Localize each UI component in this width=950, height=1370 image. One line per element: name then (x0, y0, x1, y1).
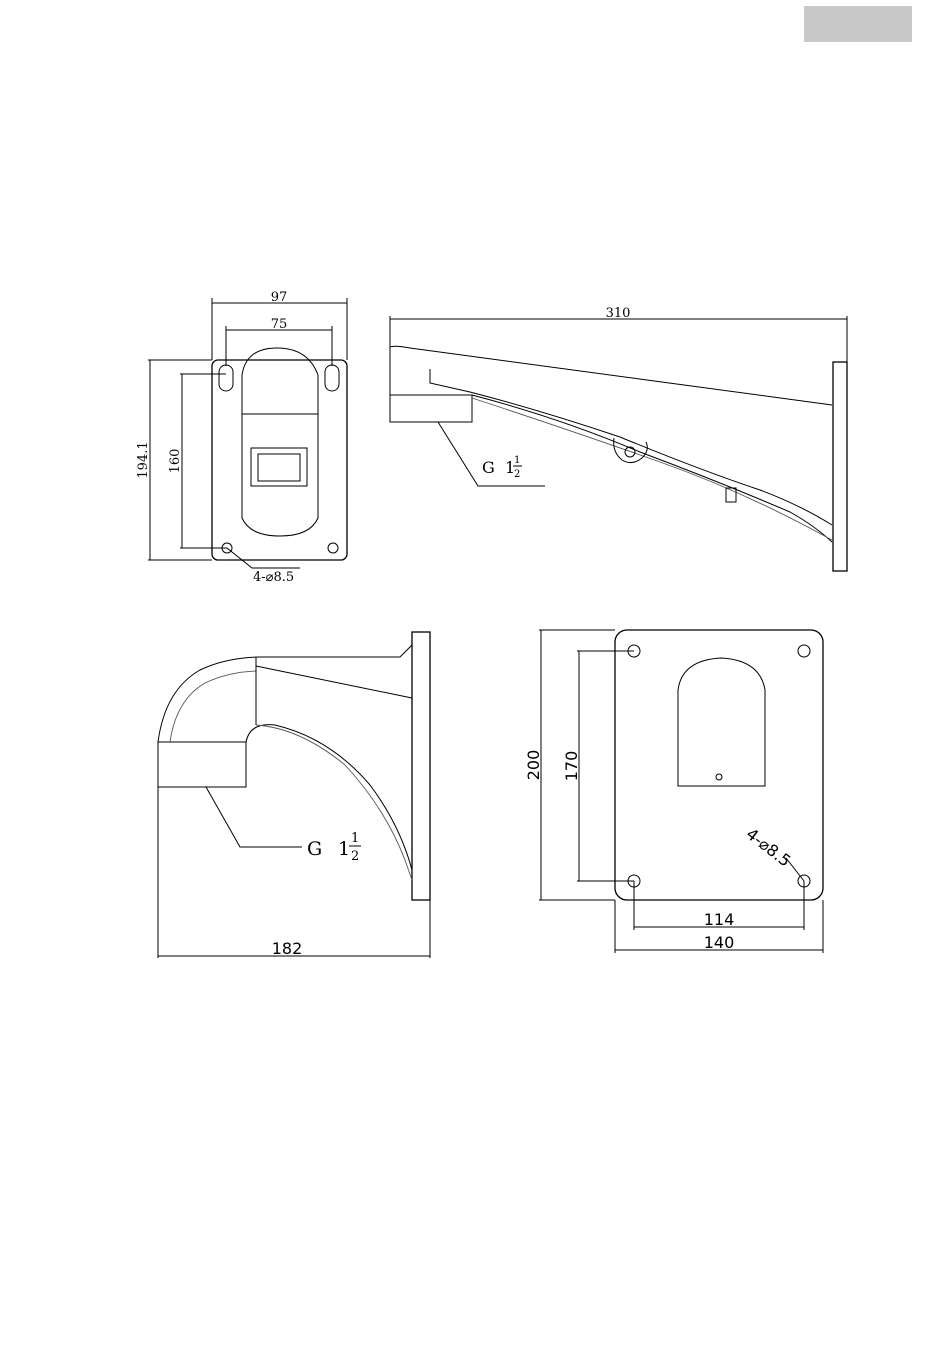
bottom-thread-leader (206, 787, 302, 847)
side-view-top: 310 G 1 1 2 (390, 306, 847, 571)
bottom-thread-num: 1 (351, 831, 359, 846)
front-holes-leader (227, 548, 300, 568)
base-hole-tr (798, 645, 810, 657)
dim-label-200: 200 (524, 750, 543, 781)
front-window-inner (258, 454, 300, 481)
bottom-arm-lower (246, 725, 412, 870)
front-view: 97 75 194.1 160 4-⌀8.5 (136, 290, 347, 585)
dim-label-194: 194.1 (136, 441, 151, 478)
side-thread-letter: G (482, 458, 495, 477)
side-arm-top-edge (390, 346, 832, 405)
front-hole-br (328, 543, 338, 553)
dim-label-170: 170 (562, 751, 581, 782)
base-plate-outline (615, 630, 823, 900)
front-plate-outline (212, 360, 347, 560)
bottom-pipe-block (158, 742, 246, 787)
front-slot-right (325, 365, 339, 391)
side-lug-hole (625, 447, 635, 457)
side-thread-num: 1 (514, 455, 520, 466)
base-cutout-hole (716, 774, 722, 780)
dim-label-140: 140 (704, 933, 735, 952)
bottom-wall-plate (412, 632, 430, 900)
side-pipe-block (390, 395, 472, 422)
side-arm-inner-line (472, 398, 832, 540)
dim-label-97: 97 (271, 290, 288, 305)
dim-label-160: 160 (168, 449, 183, 474)
base-plate-view: 200 170 114 140 4-⌀8.5 (524, 630, 823, 953)
base-cutout (678, 658, 765, 786)
front-arm-outline (242, 348, 318, 536)
front-slot-left (219, 365, 233, 391)
bottom-thread-den: 2 (351, 849, 359, 864)
dim-label-310: 310 (606, 306, 631, 321)
bottom-arm-taper (256, 666, 412, 698)
dim-label-182: 182 (272, 939, 303, 958)
base-holes-label: 4-⌀8.5 (743, 824, 795, 870)
side-view-bottom: 182 G 1 1 2 (158, 632, 430, 958)
front-holes-label: 4-⌀8.5 (253, 570, 294, 585)
bottom-arm-lower-inner (256, 725, 412, 880)
side-wall-plate (833, 362, 847, 571)
bottom-arm-inner-outer (170, 671, 256, 742)
dim-label-114: 114 (704, 910, 735, 929)
side-thread-den: 2 (514, 469, 520, 480)
bottom-thread-whole: 1 (338, 838, 350, 860)
bottom-thread-letter: G (307, 838, 322, 860)
dim-label-75: 75 (271, 317, 288, 332)
side-arm-bottom-edge (472, 395, 832, 542)
